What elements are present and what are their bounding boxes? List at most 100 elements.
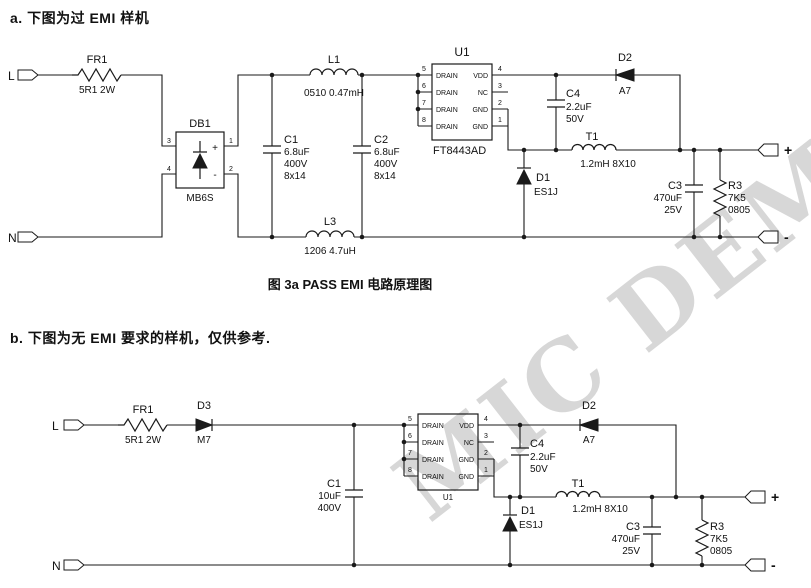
cb-d3-ref: D3: [197, 400, 211, 412]
ca-u1-pin4: 4: [498, 66, 502, 73]
section-a-heading: a. 下图为过 EMI 样机: [10, 10, 150, 26]
cb-u1-pin5: 5: [408, 416, 412, 423]
ca-c3-v2: 25V: [664, 205, 682, 216]
ca-c3-capacitor: C3 470uF 25V: [654, 180, 703, 216]
cb-wires: [84, 424, 745, 566]
cb-c4-ref: C4: [530, 438, 544, 450]
ca-c2-ref: C2: [374, 134, 388, 146]
ca-junction-dots: [269, 72, 723, 240]
ca-u1-vdd-label: VDD: [473, 73, 488, 80]
cb-u1-pin4: 4: [484, 416, 488, 423]
ca-u1-drain8-label: DRAIN: [436, 124, 458, 131]
ca-u1-pin2: 2: [498, 100, 502, 107]
cb-minus-label: -: [771, 557, 776, 573]
ca-db1-bridge: + - DB1 MB6S 3 1 4 2: [167, 118, 233, 204]
cb-d3-value: M7: [197, 435, 211, 446]
ca-d1-value: ES1J: [534, 187, 558, 198]
cb-c3-v2: 25V: [622, 546, 640, 557]
cb-plus-label: +: [771, 489, 779, 505]
ca-db1-plus-mark: +: [212, 143, 218, 154]
ca-d1-ref: D1: [536, 172, 550, 184]
ca-db1-minus-mark: -: [213, 170, 216, 181]
cb-u1-drain7-label: DRAIN: [422, 457, 444, 464]
cb-t1-ref: T1: [572, 478, 585, 490]
ca-t1-inductor: T1 1.2mH 8X10: [571, 131, 636, 170]
ca-c4-v1: 2.2uF: [566, 102, 592, 113]
ca-c2-capacitor: C2 6.8uF 400V 8x14: [353, 134, 400, 182]
cb-t1-value: 1.2mH 8X10: [572, 504, 628, 515]
ca-c4-ref: C4: [566, 88, 580, 100]
ca-r3-v1: 7K5: [728, 193, 746, 204]
cb-d3-diode: D3 M7: [195, 400, 214, 446]
cb-t1-inductor: T1 1.2mH 8X10: [555, 478, 628, 515]
ca-u1-pin1: 1: [498, 117, 502, 124]
cb-u1-pin1: 1: [484, 467, 488, 474]
cb-u1-pin2: 2: [484, 450, 488, 457]
cb-r3-ref: R3: [710, 521, 724, 533]
ca-fr1-resistor: FR1 5R1 2W: [72, 54, 122, 96]
ca-u1-pin3: 3: [498, 83, 502, 90]
figure-3a-caption: 图 3a PASS EMI 电路原理图: [267, 277, 433, 292]
circuit-b: L N FR1 5R1 2W D3 M7 C1 10uF: [52, 400, 779, 573]
ca-db1-ref: DB1: [189, 118, 210, 130]
cb-r3-resistor: R3 7K5 0805: [694, 519, 733, 557]
ca-r3-resistor: R3 7K5 0805: [712, 179, 751, 217]
ca-u1-pin5: 5: [422, 66, 426, 73]
cb-d2-diode: D2 A7: [578, 400, 599, 446]
ca-n-terminal-label: N: [8, 231, 17, 245]
cb-d1-diode: D1 ES1J: [502, 505, 543, 532]
cb-fr1-resistor: FR1 5R1 2W: [118, 404, 168, 446]
ca-l1-value: 0510 0.47mH: [304, 88, 364, 99]
ca-c1-ref: C1: [284, 134, 298, 146]
cb-u1-ic: U1 DRAIN DRAIN DRAIN DRAIN VDD NC GND GN…: [408, 413, 488, 502]
cb-junction-dots: [351, 422, 705, 568]
section-b-heading: b. 下图为无 EMI 要求的样机，仅供参考.: [10, 330, 271, 346]
cb-fr1-value: 5R1 2W: [125, 435, 162, 446]
cb-u1-gnd2-label: GND: [458, 457, 474, 464]
cb-u1-gnd1-label: GND: [458, 474, 474, 481]
cb-l-terminal: [63, 419, 85, 431]
cb-c3-v1: 470uF: [612, 534, 640, 545]
ca-l-terminal-label: L: [8, 69, 15, 83]
cb-u1-nc-label: NC: [464, 440, 474, 447]
circuit-a: L N FR1 5R1 2W + - DB1 MB6S 3 1 4: [8, 45, 792, 257]
ca-c2-v2: 400V: [374, 159, 398, 170]
cb-c4-v1: 2.2uF: [530, 452, 556, 463]
ca-plus-label: +: [784, 142, 792, 158]
ca-u1-drain7-label: DRAIN: [436, 107, 458, 114]
ca-c2-v1: 6.8uF: [374, 147, 400, 158]
cb-u1-pin7: 7: [408, 450, 412, 457]
ca-minus-label: -: [784, 229, 789, 245]
ca-d2-value: A7: [619, 86, 632, 97]
cb-d1-value: ES1J: [519, 520, 543, 531]
ca-fr1-value: 5R1 2W: [79, 85, 116, 96]
cb-c1-v1: 10uF: [318, 491, 341, 502]
ca-l3-inductor: L3 1206 4.7uH: [304, 216, 356, 257]
ca-minus-terminal: [757, 230, 779, 244]
cb-u1-pin6: 6: [408, 433, 412, 440]
ca-c4-capacitor: C4 2.2uF 50V: [547, 88, 592, 125]
ca-db1-value: MB6S: [186, 193, 214, 204]
cb-u1-drain8-label: DRAIN: [422, 474, 444, 481]
ca-l-terminal: [17, 69, 39, 81]
ca-d1-diode: D1 ES1J: [516, 167, 558, 198]
ca-l3-value: 1206 4.7uH: [304, 246, 356, 257]
cb-c4-v2: 50V: [530, 464, 548, 475]
ca-db1-pin1: 1: [229, 138, 233, 145]
cb-r3-v2: 0805: [710, 546, 733, 557]
ca-c1-v3: 8x14: [284, 171, 306, 182]
ca-u1-pin7: 7: [422, 100, 426, 107]
ca-fr1-ref: FR1: [87, 54, 108, 66]
cb-c3-ref: C3: [626, 521, 640, 533]
cb-r3-v1: 7K5: [710, 534, 728, 545]
cb-c1-v2: 400V: [318, 503, 342, 514]
ca-t1-value: 1.2mH 8X10: [580, 159, 636, 170]
cb-c1-ref: C1: [327, 478, 341, 490]
cb-n-terminal-label: N: [52, 559, 61, 573]
ca-u1-ic: U1 FT8443AD DRAIN DRAIN DRAIN DRAIN VDD …: [422, 45, 502, 157]
cb-u1-pin8: 8: [408, 467, 412, 474]
ca-db1-pin3: 3: [167, 138, 171, 145]
ca-u1-drain5-label: DRAIN: [436, 73, 458, 80]
